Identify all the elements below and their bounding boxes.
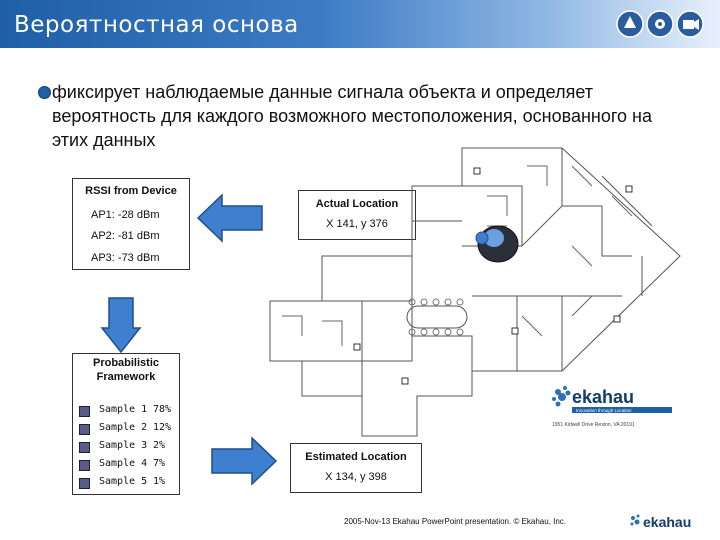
estimated-location-coords: X 134, y 398 bbox=[325, 471, 387, 483]
sample-row: Sample 1 78% bbox=[79, 404, 179, 418]
sample-square-icon bbox=[79, 424, 90, 435]
rssi-line-ap1: AP1: -28 dBm bbox=[91, 209, 160, 221]
page-title: Вероятностная основа bbox=[14, 12, 299, 38]
rssi-line-ap3: AP3: -73 dBm bbox=[91, 252, 160, 264]
ekahau-tagline: Innovation through Location bbox=[576, 408, 632, 413]
sample-name: Sample 4 bbox=[99, 458, 148, 469]
sample-percent: 12% bbox=[153, 422, 172, 433]
sample-square-icon bbox=[79, 460, 90, 471]
probabilistic-framework-box: Probabilistic Framework Sample 1 78% Sam… bbox=[72, 353, 180, 495]
estimated-location-title: Estimated Location bbox=[305, 451, 407, 463]
rssi-line-ap2: AP2: -81 dBm bbox=[91, 230, 160, 242]
framework-title-line1: Probabilistic bbox=[92, 357, 160, 369]
ekahau-address: 1951 Kidwell Drive Reston, VA 20191 bbox=[552, 422, 635, 428]
title-bar: Вероятностная основа bbox=[0, 0, 720, 48]
sample-name: Sample 1 bbox=[99, 404, 148, 415]
actual-location-title: Actual Location bbox=[315, 198, 399, 210]
footer-text: 2005-Nov-13 Ekahau PowerPoint presentati… bbox=[344, 517, 567, 526]
bullet-icon bbox=[38, 86, 51, 99]
footer-logo-text: ekahau bbox=[643, 514, 691, 530]
ekahau-logo: ekahau Innovation through Location 1951 … bbox=[552, 386, 672, 428]
left-arrow-icon bbox=[196, 193, 263, 243]
sample-name: Sample 2 bbox=[99, 422, 148, 433]
right-arrow-icon bbox=[211, 436, 278, 486]
sample-percent: 78% bbox=[153, 404, 172, 415]
actual-location-coords: X 141, y 376 bbox=[326, 218, 388, 230]
down-arrow-icon bbox=[100, 297, 142, 354]
sample-percent: 2% bbox=[153, 440, 166, 451]
sample-row: Sample 5 1% bbox=[79, 476, 179, 490]
bullet-text: фиксирует наблюдаемые данные сигнала объ… bbox=[52, 82, 652, 150]
floor-plan bbox=[269, 147, 681, 437]
sample-name: Sample 5 bbox=[99, 476, 148, 487]
footer-ekahau-logo: ekahau bbox=[630, 514, 691, 530]
bullet-point: фиксирует наблюдаемые данные сигнала объ… bbox=[38, 80, 678, 152]
sample-row: Sample 2 12% bbox=[79, 422, 179, 436]
estimated-location-box: Estimated Location X 134, y 398 bbox=[290, 443, 422, 493]
sample-name: Sample 3 bbox=[99, 440, 148, 451]
sample-square-icon bbox=[79, 442, 90, 453]
framework-title-line2: Framework bbox=[96, 371, 156, 383]
ekahau-brand-name: ekahau bbox=[572, 387, 634, 407]
sample-square-icon bbox=[79, 406, 90, 417]
sample-row: Sample 4 7% bbox=[79, 458, 179, 472]
film-camera-icon bbox=[676, 10, 704, 38]
rssi-box: RSSI from Device AP1: -28 dBm AP2: -81 d… bbox=[72, 178, 190, 270]
sample-row: Sample 3 2% bbox=[79, 440, 179, 454]
sample-percent: 7% bbox=[153, 458, 166, 469]
shuttle-icon bbox=[616, 10, 644, 38]
rssi-title: RSSI from Device bbox=[85, 185, 177, 197]
tracked-device-icon bbox=[475, 225, 519, 263]
actual-location-box: Actual Location X 141, y 376 bbox=[298, 190, 416, 240]
sample-percent: 1% bbox=[153, 476, 166, 487]
header-logo-icons bbox=[616, 10, 704, 38]
gear-icon bbox=[646, 10, 674, 38]
sample-square-icon bbox=[79, 478, 90, 489]
